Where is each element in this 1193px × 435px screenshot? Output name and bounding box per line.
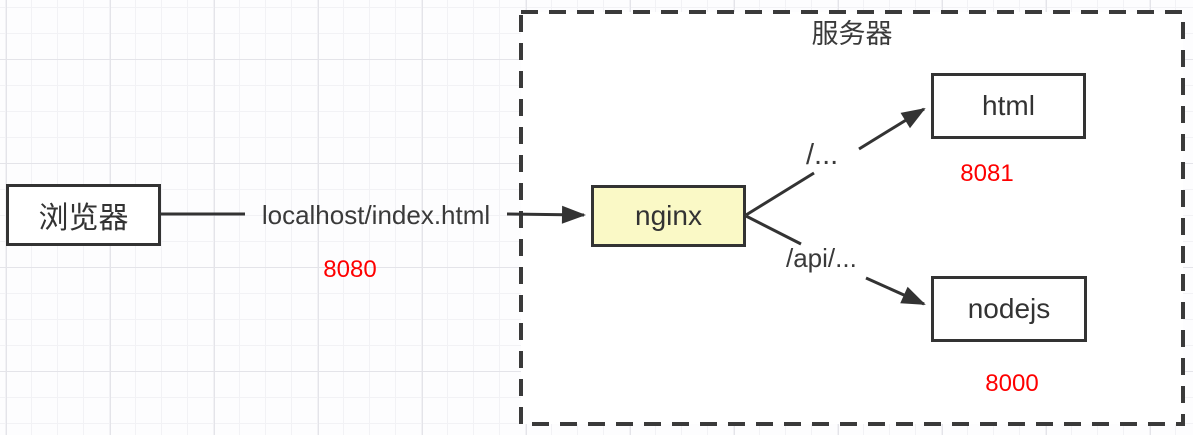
- edge-label-to-nginx-arrow: [506, 205, 586, 224]
- edge-nginx-to-html-arrow: [858, 107, 926, 151]
- server-group-label: 服务器: [811, 19, 893, 49]
- edge-nginx-to-nodejs-line: [745, 214, 802, 246]
- nodejs-node: nodejs: [931, 276, 1087, 342]
- edge-nginx-to-nodejs-arrow: [865, 276, 926, 306]
- browser-node: 浏览器: [6, 184, 161, 246]
- edge-label-root-path: /...: [806, 139, 839, 171]
- port-label-8000: 8000: [985, 370, 1039, 397]
- edge-label-api-path: /api/...: [786, 243, 857, 273]
- nginx-node: nginx: [591, 185, 746, 247]
- edge-label-localhost-index: localhost/index.html: [261, 200, 491, 230]
- html-node: html: [931, 73, 1086, 139]
- edge-nginx-to-html-line: [745, 171, 815, 217]
- port-label-8081: 8081: [960, 160, 1014, 187]
- port-label-8080: 8080: [323, 256, 377, 283]
